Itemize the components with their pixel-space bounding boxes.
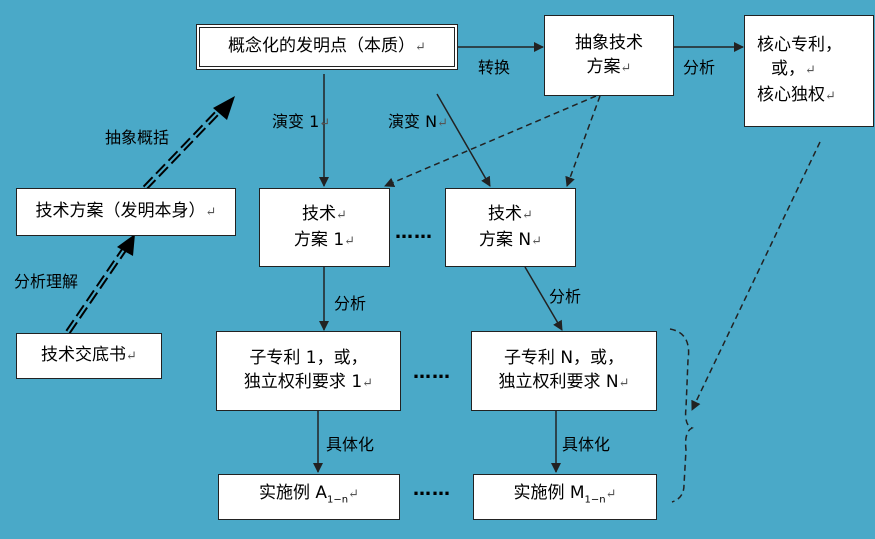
label-analyze-n-text: 分析: [549, 287, 582, 306]
para-mark: ↵: [805, 63, 816, 78]
embN-subscript: 1−n: [584, 494, 606, 506]
concept-text: 概念化的发明点（本质）: [228, 36, 416, 56]
sub-patent-n-box: 子专利 N，或， 独立权利要求 N↵: [471, 331, 657, 411]
label-analyze-top-text: 分析: [683, 58, 716, 77]
sub1-line-2: 独立权利要求 1: [243, 372, 363, 392]
tech1-line-1: 技术: [302, 203, 337, 224]
label-analyze-1: 分析: [334, 290, 366, 314]
label-abstract-generalize: 抽象概括: [105, 124, 169, 148]
label-analyze-understand: 分析理解: [14, 268, 78, 292]
para-mark: ↵: [620, 60, 632, 76]
label-evolve-1-text: 演变 1: [272, 112, 320, 131]
embodiment-a-box: 实施例 A1−n↵: [218, 474, 400, 520]
para-mark: ↵: [522, 207, 533, 223]
para-mark: ↵: [362, 376, 374, 391]
label-evolve-1: 演变 1↵: [272, 108, 330, 132]
thick-dashed-scheme-to-concept: [142, 96, 235, 191]
concept-box: 概念化的发明点（本质）↵: [196, 24, 458, 70]
ellipsis-emb: ……: [413, 479, 451, 500]
scheme-text: 技术方案（发明本身）: [35, 201, 206, 221]
disclosure-text: 技术交底书: [41, 345, 127, 365]
label-analyze-understand-text: 分析理解: [14, 272, 79, 291]
para-mark: ↵: [605, 487, 617, 503]
emb1-subscript: 1−n: [327, 494, 349, 506]
label-analyze-top: 分析: [683, 54, 715, 78]
dashed-abstract-to-tech1: [384, 95, 597, 188]
para-mark: ↵: [344, 233, 356, 249]
tech1-line-2: 方案 1: [293, 229, 345, 250]
para-mark: ↵: [825, 89, 836, 104]
emb1-text: 实施例 A: [258, 483, 328, 504]
dashed-abstract-to-techN: [565, 95, 601, 187]
core-line-3: 核心独权: [757, 85, 825, 105]
tech-scheme-n-box: 技术↵ 方案 N↵: [445, 188, 576, 267]
label-convert-text: 转换: [478, 58, 511, 77]
label-concretize-1-text: 具体化: [326, 435, 375, 454]
core-line-1: 核心专利，: [757, 35, 842, 55]
label-convert: 转换: [478, 54, 510, 78]
ellipsis-tech: ……: [395, 222, 433, 243]
subN-line-1: 子专利 N，或，: [503, 348, 625, 368]
label-analyze-n: 分析: [549, 283, 581, 307]
thick-dashed-disclosure-to-scheme: [65, 234, 135, 334]
para-mark: ↵: [415, 40, 426, 55]
embN-text: 实施例 M: [513, 483, 585, 504]
arrow-evolve-n: [436, 93, 491, 187]
label-concretize-1: 具体化: [326, 431, 374, 455]
label-analyze-1-text: 分析: [334, 294, 367, 313]
dashed-brace: [669, 328, 694, 503]
core-patent-box: 核心专利， 或，↵ 核心独权↵: [744, 15, 874, 127]
para-mark: ↵: [126, 349, 137, 364]
disclosure-box: 技术交底书↵: [16, 333, 162, 379]
arrow-analyze-n: [524, 266, 563, 331]
para-mark: ↵: [319, 116, 331, 131]
label-abstract-generalize-text: 抽象概括: [105, 128, 170, 147]
label-concretize-n-text: 具体化: [562, 435, 611, 454]
label-concretize-n: 具体化: [562, 431, 610, 455]
abstract-line-1: 抽象技术: [575, 32, 643, 53]
ellipsis-tech-text: ……: [395, 222, 433, 243]
para-mark: ↵: [205, 205, 217, 220]
para-mark: ↵: [348, 487, 360, 503]
dashed-core-to-subs: [691, 141, 821, 411]
ellipsis-sub: ……: [413, 362, 451, 383]
para-mark: ↵: [437, 116, 448, 131]
label-evolve-n: 演变 N↵: [388, 108, 448, 132]
sub1-line-1: 子专利 1，或，: [249, 348, 368, 368]
invention-scheme-box: 技术方案（发明本身）↵: [16, 188, 236, 236]
tech-scheme-1-box: 技术↵ 方案 1↵: [259, 188, 390, 267]
ellipsis-emb-text: ……: [413, 479, 451, 500]
abstract-scheme-box: 抽象技术 方案↵: [544, 15, 674, 96]
para-mark: ↵: [336, 207, 347, 223]
subN-line-2: 独立权利要求 N: [498, 372, 619, 392]
ellipsis-sub-text: ……: [413, 362, 451, 383]
label-evolve-n-text: 演变 N: [388, 112, 438, 131]
embodiment-m-box: 实施例 M1−n↵: [473, 474, 657, 520]
techN-line-2: 方案 N: [478, 229, 532, 250]
para-mark: ↵: [618, 376, 630, 391]
abstract-line-2: 方案: [586, 56, 621, 77]
techN-line-1: 技术: [488, 203, 523, 224]
para-mark: ↵: [531, 233, 543, 249]
core-line-2: 或，: [771, 59, 805, 79]
sub-patent-1-box: 子专利 1，或， 独立权利要求 1↵: [216, 331, 401, 411]
